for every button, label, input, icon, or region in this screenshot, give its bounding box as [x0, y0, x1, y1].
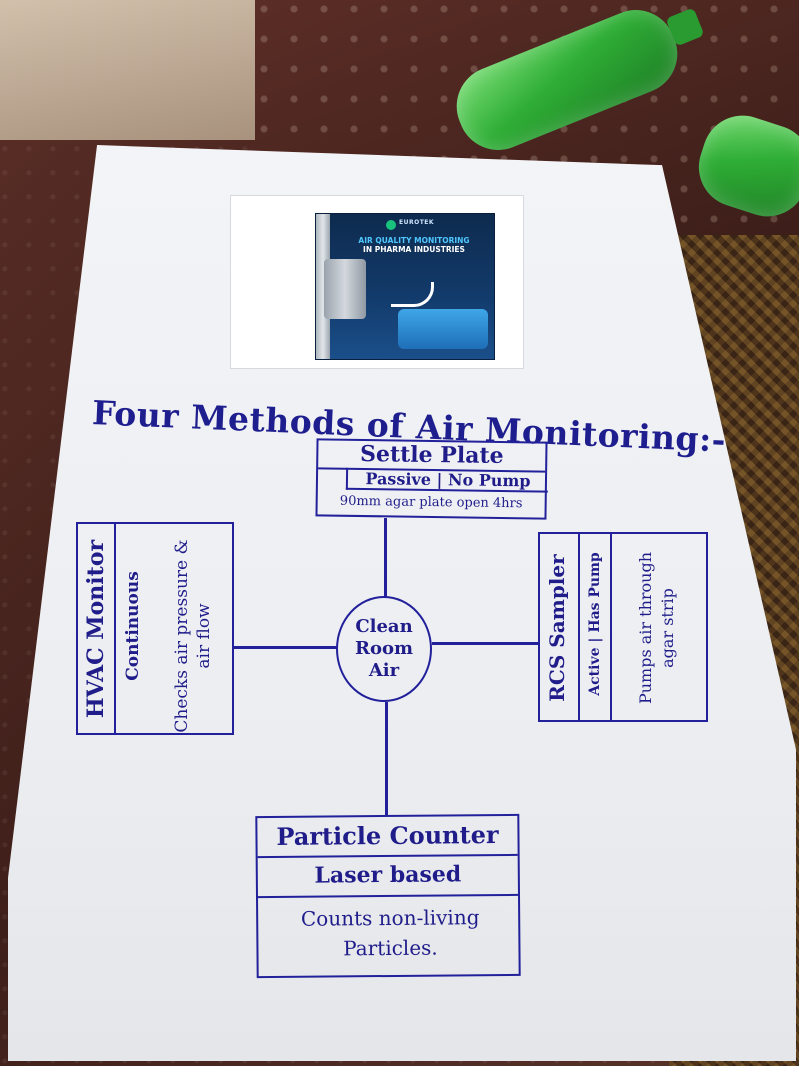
lab-equipment-illustration: [398, 309, 488, 349]
hvac-monitor-detail: Checks air pressure & air flow: [172, 539, 214, 733]
rcs-sampler-subheading: Active | Has Pump: [587, 552, 603, 696]
poster-title-line2: IN PHARMA INDUSTRIES: [363, 245, 465, 254]
center-line1: Clean: [355, 616, 413, 637]
rcs-sampler-heading: RCS Sampler: [545, 554, 569, 702]
particle-counter-subheading: Laser based: [257, 853, 519, 899]
center-line3: Air: [368, 660, 400, 681]
particle-counter-box: Particle Counter Laser based Counts non-…: [255, 813, 521, 979]
poster-title-line1: AIR QUALITY MONITORING: [358, 236, 470, 245]
settle-plate-detail: 90mm agar plate open 4hrs: [339, 493, 523, 512]
connector-right: [432, 642, 540, 645]
floor-tiles: [0, 0, 300, 140]
particle-counter-heading: Particle Counter: [257, 815, 518, 859]
connector-left: [234, 646, 338, 649]
settle-plate-box: Settle Plate Passive | No Pump 90mm agar…: [315, 438, 549, 520]
poster-title: AIR QUALITY MONITORING IN PHARMA INDUSTR…: [344, 236, 484, 254]
center-line2: Room: [354, 638, 414, 659]
connector-top: [384, 518, 387, 598]
brand-logo-icon: [386, 220, 396, 230]
poster-print: EUROTEK AIR QUALITY MONITORING IN PHARMA…: [230, 195, 524, 369]
arrow-icon: [391, 282, 434, 307]
poster-brand: EUROTEK: [399, 219, 435, 226]
machine-illustration: [324, 259, 366, 319]
hvac-monitor-box: HVAC Monitor Continuous Checks air press…: [76, 522, 234, 735]
poster-image: EUROTEK AIR QUALITY MONITORING IN PHARMA…: [315, 213, 495, 360]
rcs-sampler-box: RCS Sampler Active | Has Pump Pumps air …: [538, 532, 708, 722]
pipe-illustration: [316, 214, 330, 359]
connector-bottom: [385, 702, 388, 816]
hvac-monitor-subheading: Continuous: [123, 571, 143, 681]
hvac-monitor-heading: HVAC Monitor: [83, 539, 109, 719]
settle-plate-subheading: Passive | No Pump: [345, 467, 549, 493]
clean-room-air-circle: Clean Room Air: [336, 596, 432, 702]
particle-counter-detail: Counts non-living Particles.: [300, 905, 480, 961]
rcs-sampler-detail: Pumps air through agar strip: [636, 551, 677, 705]
